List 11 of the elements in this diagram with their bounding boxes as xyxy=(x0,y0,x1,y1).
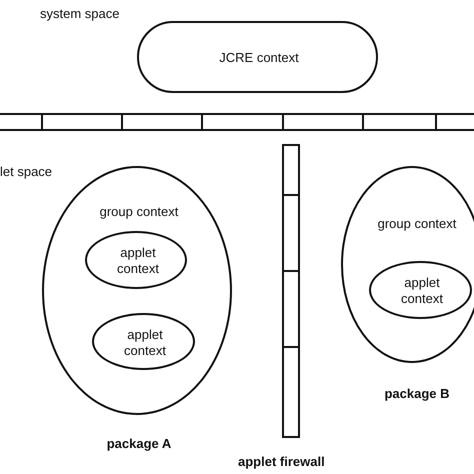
context-label: applet context xyxy=(123,327,167,359)
context-label: group context xyxy=(378,216,456,232)
space-label: let space xyxy=(0,164,52,179)
context-label: applet context xyxy=(116,245,160,277)
firewall-label: applet firewall xyxy=(238,454,325,469)
context-label: group context xyxy=(100,204,178,220)
package-label: package B xyxy=(384,386,450,402)
context-label: JCRE context xyxy=(219,50,299,66)
context-label: applet context xyxy=(400,275,444,307)
space-label: system space xyxy=(40,6,120,21)
package-label: package A xyxy=(106,436,172,452)
